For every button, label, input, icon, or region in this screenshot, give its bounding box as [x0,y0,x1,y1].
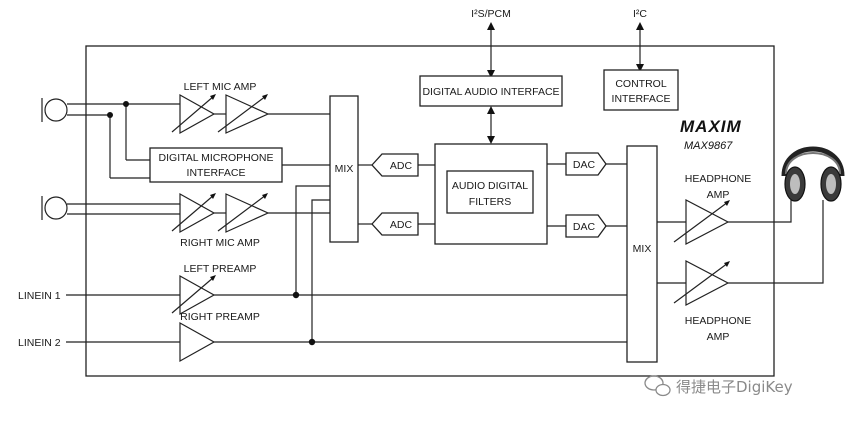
right-preamp-label: RIGHT PREAMP [180,311,260,323]
linein2-label: LINEIN 2 [18,337,61,349]
right-mic-amp-label: RIGHT MIC AMP [180,237,260,249]
left-preamp [171,274,216,316]
dac-top-block [565,152,607,176]
hp-amp-top-label-1: HEADPHONE [685,173,752,185]
i2s-pcm-label: I²S/PCM [471,8,511,20]
junction-dot [308,338,316,346]
left-mic-amp-stage1 [171,93,216,135]
microphone-icon [41,196,68,220]
i2c-label: I²C [633,8,647,20]
hp-amp-top-label-2: AMP [707,189,730,201]
digital-mic-interface-label-1: DIGITAL MICROPHONE [159,152,274,164]
mix-right-block [626,145,658,363]
digital-audio-interface-label: DIGITAL AUDIO INTERFACE [422,86,559,98]
part-number: MAX9867 [684,140,733,152]
filters-inner-block [446,170,534,214]
i2s-bus-arrow [487,22,495,78]
control-interface-label-1: CONTROL [615,78,666,90]
mix-right-label: MIX [633,243,652,255]
i2c-bus-arrow [636,22,644,72]
adc-top-label: ADC [390,160,413,172]
junction-dot [123,101,129,107]
wechat-icon [644,375,671,397]
hp-amp-bottom-label-1: HEADPHONE [685,315,752,327]
headphones-icon [781,146,845,202]
right-mic-amp-stage1 [171,192,216,234]
dac-bottom-block [565,214,607,238]
control-interface-block [603,69,679,111]
watermark-text: 得捷电子DigiKey [676,378,793,396]
left-mic-amp-stage2 [217,94,270,134]
mix-left-label: MIX [335,163,354,175]
dai-filters-arrow [487,106,495,144]
headphone-amp-top [673,199,730,245]
control-interface-label-2: INTERFACE [612,93,671,105]
hp-amp-bottom-label-2: AMP [707,331,730,343]
right-mic-amp-stage2 [217,193,270,233]
microphone-icon [41,98,68,122]
junction-dot [292,291,300,299]
junction-dot [107,112,113,118]
right-preamp [179,321,216,363]
linein1-label: LINEIN 1 [18,290,61,302]
brand-logo: MAXIM [680,117,742,136]
dac-top-label: DAC [573,159,596,171]
digital-mic-interface-label-2: INTERFACE [187,167,246,179]
dac-bottom-label: DAC [573,221,596,233]
filters-label-2: FILTERS [469,196,511,208]
filters-label-1: AUDIO DIGITAL [452,180,528,192]
digital-audio-interface-block [419,75,563,107]
adc-bottom-label: ADC [390,219,413,231]
left-mic-amp-label: LEFT MIC AMP [184,81,257,93]
headphone-amp-bottom [673,260,730,306]
mix-left-block [329,95,359,243]
left-preamp-label: LEFT PREAMP [184,263,257,275]
